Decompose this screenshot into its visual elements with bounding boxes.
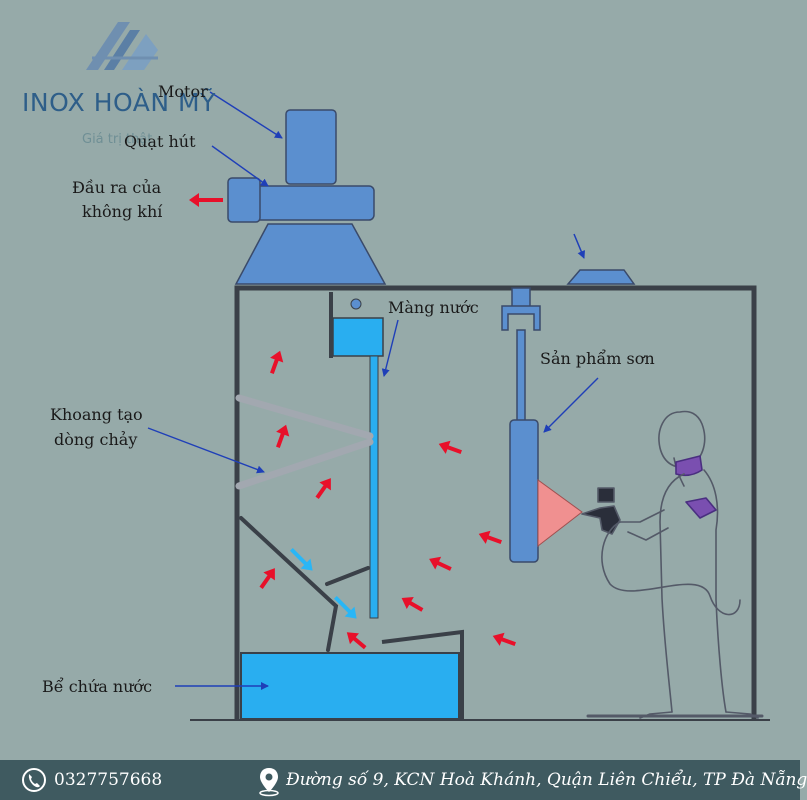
drain-plates [239, 516, 370, 652]
label-motor: Motor [158, 82, 208, 101]
water-supply-box [332, 317, 384, 357]
ceiling-lamp [566, 269, 636, 285]
footer-phone: 0327757668 [54, 770, 163, 790]
pointer-lines [147, 91, 599, 690]
label-air-outlet-1: Đầu ra của [72, 178, 162, 197]
operator-figure [581, 410, 764, 719]
partition-wall [329, 292, 464, 720]
label-tank: Bể chứa nước [42, 677, 153, 696]
label-fan: Quạt hút [124, 132, 196, 151]
exhaust-unit [227, 109, 387, 285]
water-curtain [369, 355, 379, 619]
water-flow-arrow [333, 595, 357, 619]
footer-address: Đường số 9, KCN Hoà Khánh, Quận Liên Chi… [286, 770, 807, 790]
map-pin-icon [259, 768, 279, 797]
hanging-product [501, 287, 541, 563]
airflow-arrow [478, 530, 502, 544]
footer-icons [22, 768, 279, 797]
airflow-arrow [438, 440, 462, 454]
airflow-arrow [315, 478, 331, 499]
label-chamber-2: dòng chảy [54, 430, 138, 449]
label-water-curtain: Màng nước [388, 298, 479, 317]
water-flow-arrow [289, 547, 313, 571]
airflow-arrows [189, 193, 516, 650]
airflow-arrow [492, 632, 516, 646]
airflow-arrow [270, 350, 284, 374]
logo-title: INOX HOÀN MỸ [22, 88, 216, 117]
water-tank [240, 652, 460, 720]
valve [350, 298, 362, 310]
flow-baffles [235, 394, 374, 490]
airflow-arrow [429, 556, 452, 571]
lamp-pointer [573, 233, 585, 259]
airflow-arrow [259, 568, 275, 589]
water-flow-arrows [289, 547, 357, 619]
label-product: Sản phẩm sơn [540, 349, 655, 368]
label-chamber-1: Khoang tạo [50, 405, 143, 424]
logo-subtitle: Giá trị thật [82, 132, 153, 147]
footer-bar: 0327757668 Đường số 9, KCN Hoà Khánh, Qu… [0, 760, 807, 800]
label-air-outlet-2: không khí [82, 202, 163, 221]
spray-cone [537, 479, 583, 548]
airflow-arrow [346, 632, 367, 650]
airflow-arrow [276, 424, 290, 448]
logo-icon [86, 22, 158, 70]
air-outlet-arrow [189, 193, 223, 207]
phone-icon [22, 768, 46, 792]
airflow-arrow [401, 596, 424, 612]
